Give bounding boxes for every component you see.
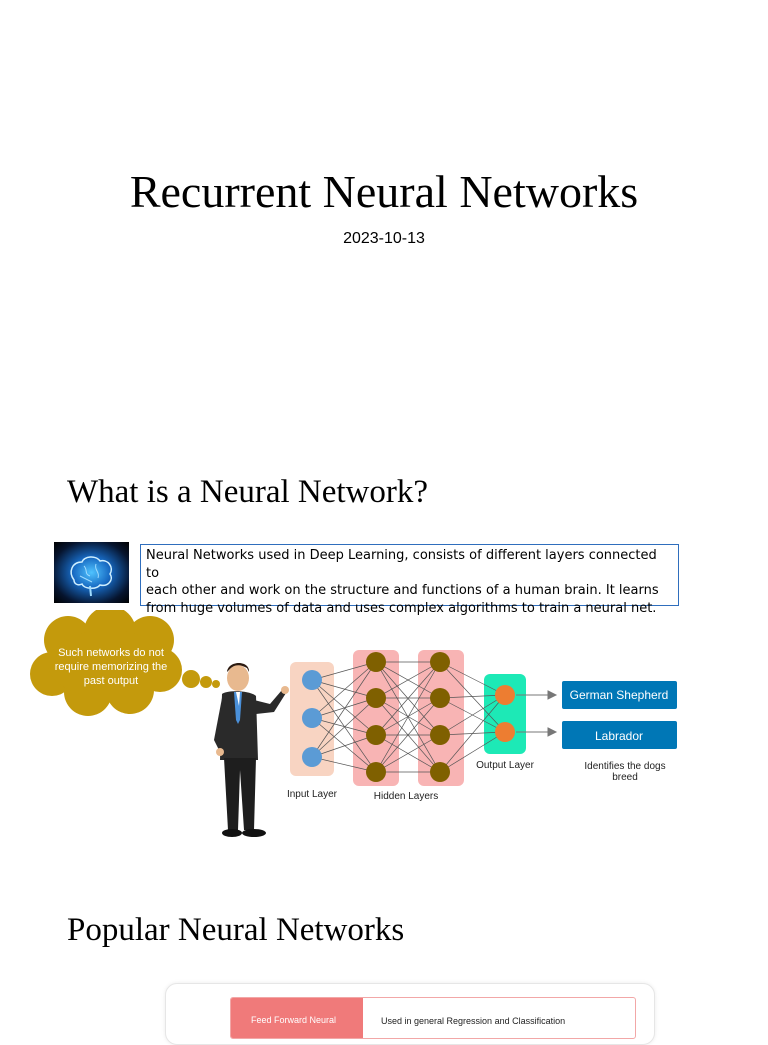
output-layer-bg: [484, 674, 526, 754]
hidden-layer-bg: [418, 650, 464, 786]
result-box-german-shepherd: [562, 681, 677, 709]
definition-line: each other and work on the structure and…: [146, 583, 659, 598]
output-nodes: [495, 685, 515, 742]
caption-line: breed: [612, 772, 638, 783]
output-arrows: [516, 690, 558, 737]
brain-icon: [70, 556, 112, 597]
title-slide-date: 2023-10-13: [343, 230, 425, 247]
network-description: Used in general Regression and Classific…: [381, 1016, 566, 1026]
table-row: Feed Forward Neural Used in general Regr…: [230, 997, 636, 1039]
thought-bubble: Such networks do not require memorizing …: [30, 610, 220, 716]
slide-heading-what-is-nn: What is a Neural Network?: [67, 474, 429, 510]
slide-heading-popular-nn: Popular Neural Networks: [67, 912, 405, 948]
caption-line: Identifies the dogs: [584, 761, 665, 772]
table-cell-name: Feed Forward Neural: [231, 998, 363, 1038]
presenter-man: [214, 663, 289, 837]
brain-image: [54, 542, 129, 603]
result-box-labrador: [562, 721, 677, 749]
neural-network-diagram: Such networks do not require memorizing …: [30, 610, 677, 837]
thought-bubble-line: Such networks do not: [58, 647, 164, 659]
input-layer-label: Input Layer: [287, 789, 338, 800]
thought-bubble-line: past output: [84, 675, 138, 687]
thought-bubble-line: require memorizing the: [55, 661, 168, 673]
output-layer-label: Output Layer: [476, 760, 534, 771]
network-name: Feed Forward Neural: [251, 1015, 337, 1025]
definition-line: Neural Networks used in Deep Learning, c…: [146, 548, 657, 581]
networks-table: Feed Forward Neural Used in general Regr…: [165, 983, 655, 1045]
result-label: Labrador: [595, 729, 643, 743]
hidden-layers-label: Hidden Layers: [374, 791, 438, 802]
definition-line: from huge volumes of data and uses compl…: [146, 600, 657, 616]
connections: [311, 661, 506, 773]
hidden-nodes: [366, 652, 450, 782]
title-slide-title: Recurrent Neural Networks: [129, 166, 639, 217]
input-nodes: [302, 670, 322, 767]
definition-box: Neural Networks used in Deep Learning, c…: [140, 544, 679, 616]
result-label: German Shepherd: [570, 688, 669, 702]
